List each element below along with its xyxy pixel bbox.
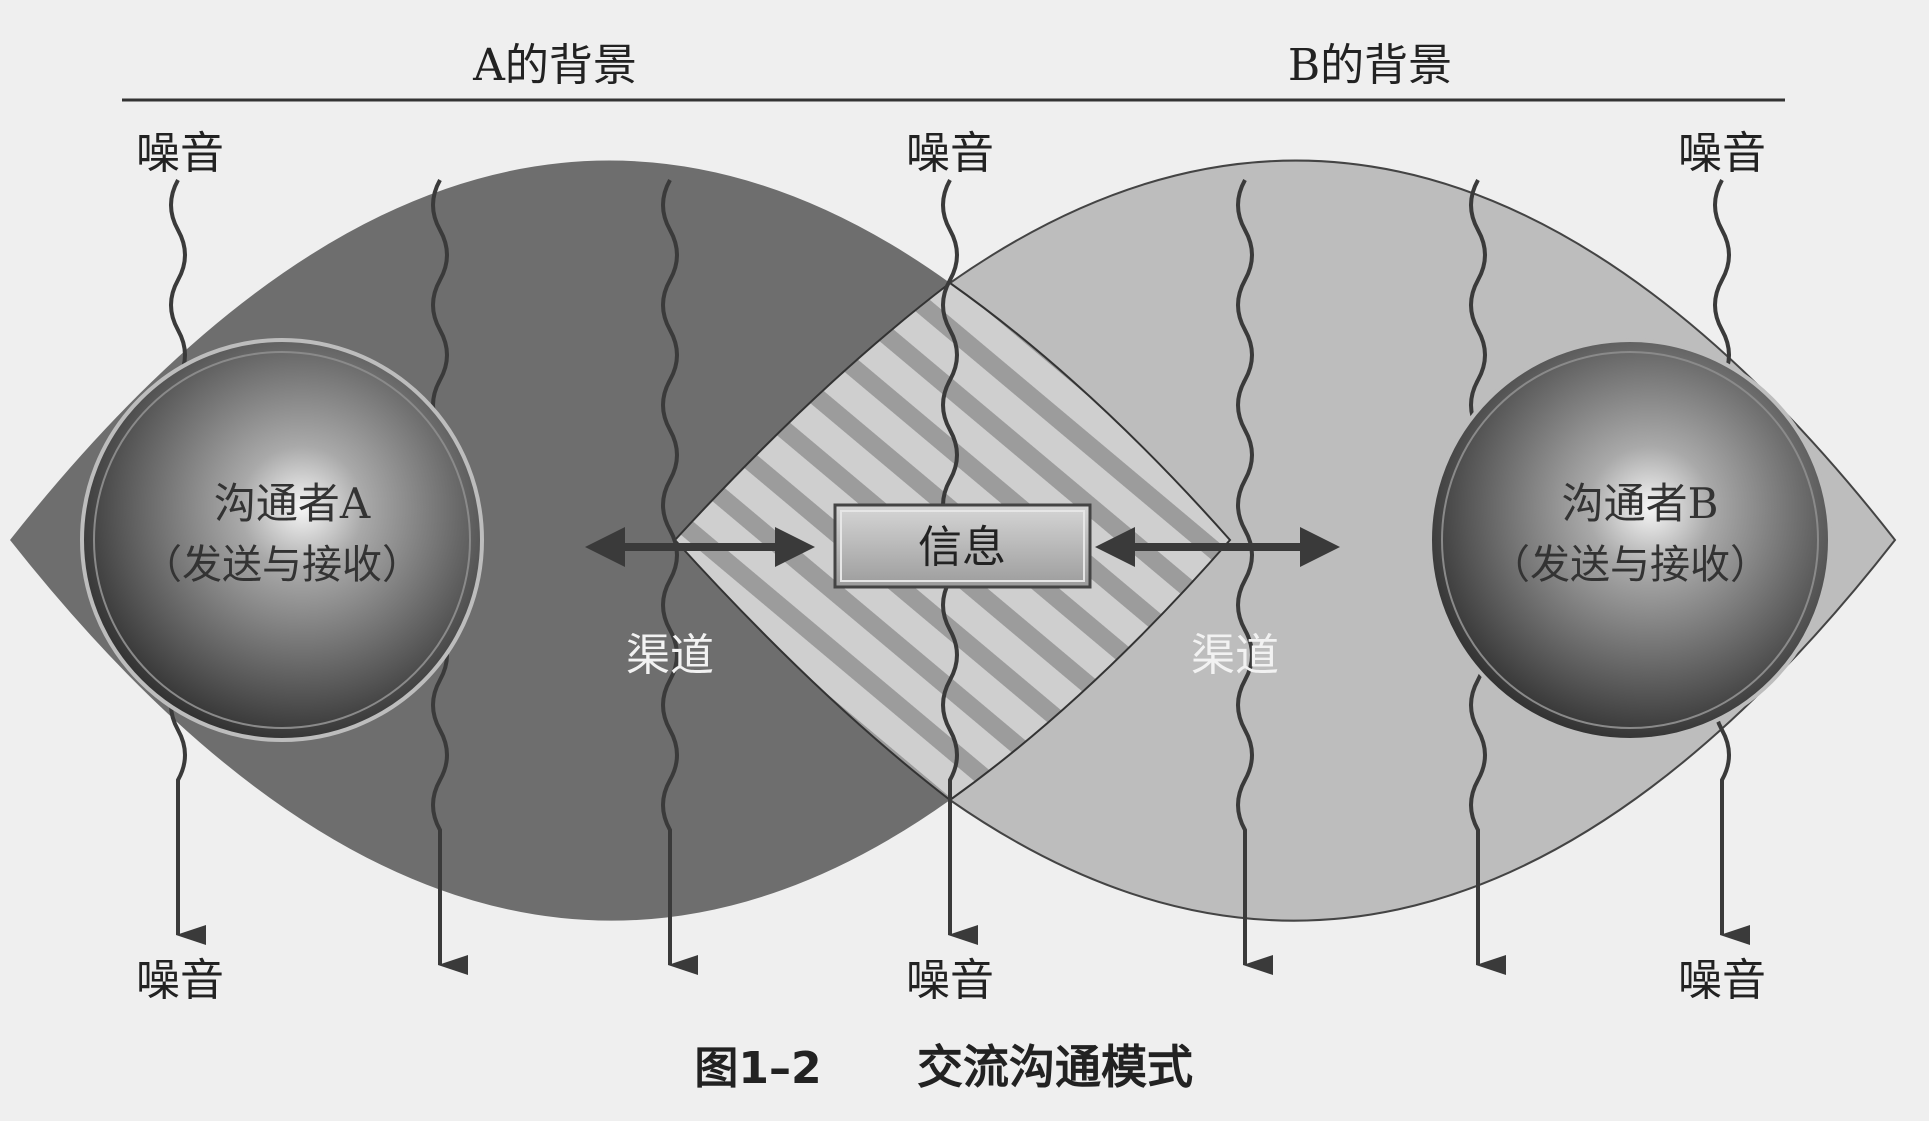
- noise-label-top-right: 噪音: [1678, 128, 1766, 179]
- noise-label-top-left: 噪音: [136, 128, 224, 179]
- channel-b-label: 渠道: [1191, 630, 1279, 681]
- background-b-outline: [949, 159, 1897, 922]
- noise-wave: [1236, 179, 1273, 975]
- noise-label-bottom-right: 噪音: [1678, 955, 1766, 1006]
- channel-a-label: 渠道: [626, 630, 714, 681]
- message-label: 信息: [918, 522, 1006, 573]
- channel-b-arrow: [1095, 527, 1340, 567]
- message-box: 信息: [833, 503, 1092, 589]
- communicator-b-role: （发送与接收）: [1490, 542, 1770, 588]
- figure-caption: 图1–2 交流沟通模式: [694, 1040, 1193, 1094]
- communicator-a-role: （发送与接收）: [142, 542, 422, 588]
- figure-title: 交流沟通模式: [917, 1040, 1193, 1094]
- communicator-a-sphere: 沟通者A （发送与接收）: [80, 338, 484, 742]
- header: A的背景 B的背景: [122, 40, 1785, 102]
- noise-wave: [661, 179, 698, 975]
- communicator-b-sphere: 沟通者B （发送与接收）: [1428, 338, 1832, 742]
- communicator-b-name: 沟通者B: [1562, 479, 1719, 528]
- communicator-a-name: 沟通者A: [214, 479, 371, 528]
- noise-wave: [941, 179, 978, 945]
- background-a-label: A的背景: [472, 40, 637, 91]
- noise-label-bottom-left: 噪音: [136, 955, 224, 1006]
- noise-label-top-center: 噪音: [906, 128, 994, 179]
- figure-number: 图1–2: [694, 1043, 821, 1094]
- channel-a-arrow: [585, 527, 815, 567]
- noise-label-bottom-center: 噪音: [906, 955, 994, 1006]
- noise-labels: 噪音 噪音 噪音 噪音 噪音 噪音: [136, 128, 1766, 1006]
- background-b-label: B的背景: [1288, 40, 1452, 91]
- channel-arrows: [585, 527, 1340, 567]
